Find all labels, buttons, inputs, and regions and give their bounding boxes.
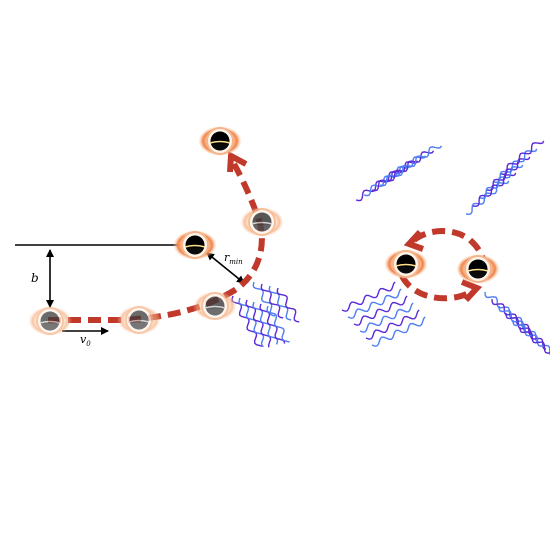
black-hole-icon — [193, 291, 237, 321]
black-hole-icon — [456, 254, 500, 284]
binary-orbit-lower-arrowhead — [460, 279, 483, 303]
velocity-label: v0 — [80, 333, 91, 348]
wave-line — [363, 165, 411, 197]
black-hole-icon — [198, 126, 242, 156]
wave-line — [505, 312, 547, 350]
wave-line — [355, 170, 403, 202]
wave-line — [512, 319, 550, 356]
wave-line — [365, 309, 420, 340]
wave-line — [484, 291, 526, 329]
black-hole-icon — [173, 230, 217, 260]
wave-line — [498, 305, 540, 343]
wave-line — [500, 140, 545, 176]
wave-line — [387, 150, 435, 182]
wave-line — [493, 148, 538, 184]
wave-line — [395, 145, 443, 177]
wave-line — [347, 288, 402, 319]
gravitational-wave-icon — [231, 281, 300, 348]
gravitational-wave-icon — [341, 140, 550, 356]
wave-line — [371, 316, 426, 347]
wave-line — [379, 155, 427, 187]
wave-line — [252, 301, 279, 345]
wave-line — [519, 326, 550, 354]
min-radius-arrow — [206, 252, 245, 284]
trajectory-arrowhead — [227, 151, 248, 173]
wave-line — [268, 285, 292, 321]
binary-orbit-upper-arrowhead — [403, 229, 425, 252]
wave-line — [252, 281, 276, 317]
wave-line — [260, 283, 284, 319]
black-hole-icon — [240, 207, 284, 237]
impact-parameter-label: b — [31, 271, 39, 285]
black-hole-icon — [384, 249, 428, 279]
wave-line — [359, 302, 414, 333]
scattering-panel: b v0 rmin — [15, 126, 300, 348]
wave-line — [259, 303, 286, 344]
black-hole-icon — [28, 306, 72, 336]
wave-line — [341, 281, 396, 312]
wave-line — [491, 298, 533, 336]
wave-line — [371, 160, 419, 192]
min-radius-label: rmin — [224, 251, 243, 266]
black-hole-icon — [117, 305, 161, 335]
binary-panel — [341, 140, 550, 356]
wave-line — [276, 287, 300, 323]
wave-line — [353, 295, 408, 326]
